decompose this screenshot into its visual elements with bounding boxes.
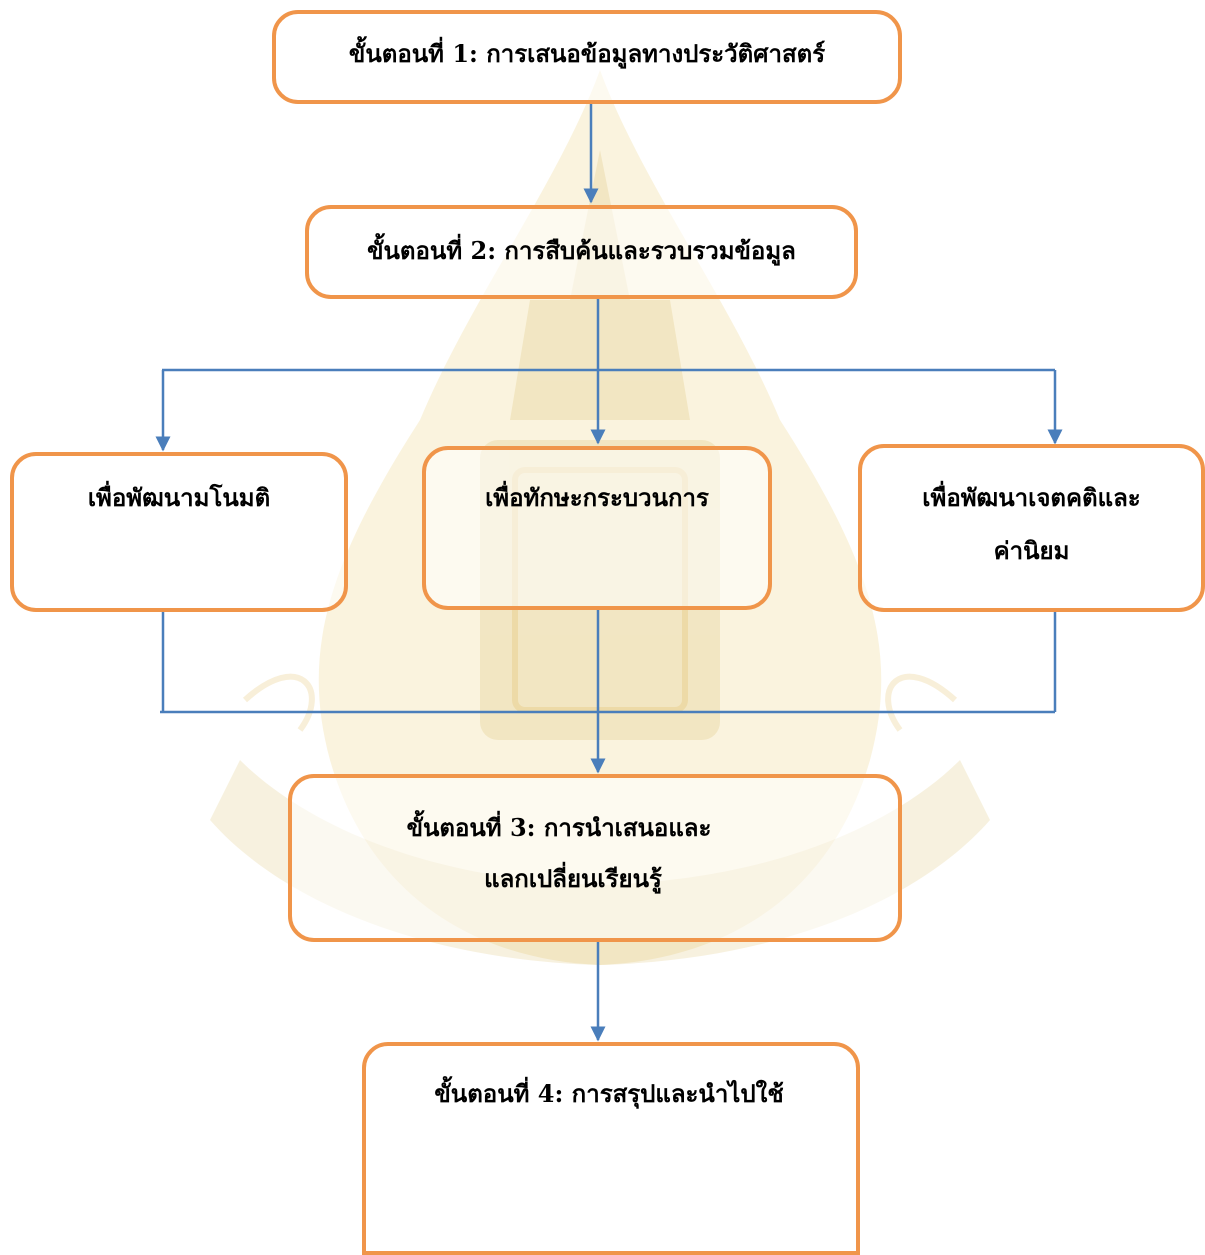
step3-line1: ขั้นตอนที่ 3: การนำเสนอและ (406, 813, 712, 842)
branch-attitude-box: เพื่อพัฒนาเจตคติและ ค่านิยม (858, 444, 1205, 612)
step1-box: ขั้นตอนที่ 1: การเสนอข้อมูลทางประวัติศาส… (272, 10, 902, 104)
step3-line2: แลกเปลี่ยนเรียนรู้ (484, 863, 662, 893)
step2-label: ขั้นตอนที่ 2: การสืบค้นและรวบรวมข้อมูล (367, 236, 796, 265)
step4-box: ขั้นตอนที่ 4: การสรุปและนำไปใช้ (362, 1042, 860, 1255)
branch-concept-box: เพื่อพัฒนามโนมติ (10, 452, 348, 612)
step2-box: ขั้นตอนที่ 2: การสืบค้นและรวบรวมข้อมูล (305, 205, 858, 299)
branch-process-label: เพื่อทักษะกระบวนการ (485, 483, 709, 512)
branch-concept-label: เพื่อพัฒนามโนมติ (87, 483, 271, 512)
step3-box: ขั้นตอนที่ 3: การนำเสนอและ แลกเปลี่ยนเรี… (288, 774, 902, 942)
step1-label: ขั้นตอนที่ 1: การเสนอข้อมูลทางประวัติศาส… (348, 39, 826, 68)
branch-attitude-line1: เพื่อพัฒนาเจตคติและ (922, 483, 1141, 512)
branch-attitude-line2: ค่านิยม (993, 535, 1070, 565)
step4-label: ขั้นตอนที่ 4: การสรุปและนำไปใช้ (434, 1079, 784, 1108)
branch-process-box: เพื่อทักษะกระบวนการ (422, 446, 772, 610)
